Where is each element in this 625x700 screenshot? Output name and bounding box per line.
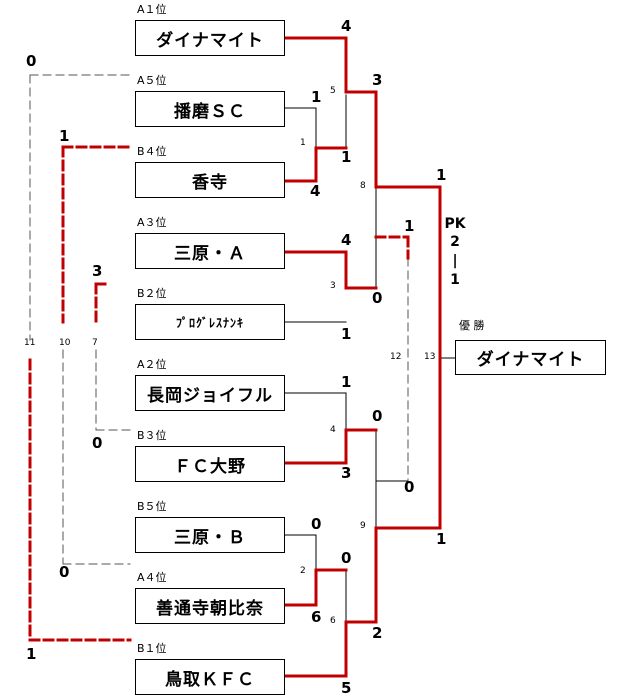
rank-label: B５位 (137, 500, 167, 513)
score: 0 (92, 434, 103, 452)
match-number: 12 (390, 352, 402, 362)
score: 5 (341, 679, 352, 697)
pk-away-score: 1 (450, 272, 460, 288)
score: 4 (341, 17, 352, 35)
rank-label: B３位 (137, 429, 167, 442)
score: 1 (311, 88, 322, 106)
score: 0 (26, 52, 37, 70)
match-number: 1 (300, 138, 306, 148)
match-number: 10 (59, 338, 71, 348)
team-box-fc-ono[interactable]: ＦＣ大野 (135, 446, 285, 482)
score: 1 (59, 127, 70, 145)
score: 1 (341, 373, 352, 391)
score: 0 (404, 478, 415, 496)
pk-separator: | (452, 253, 458, 269)
pk-label: PK (444, 216, 466, 232)
score: 1 (26, 645, 37, 663)
match-number: 2 (300, 566, 306, 576)
rank-label: B４位 (137, 145, 167, 158)
match-number: 13 (424, 352, 436, 362)
score: 6 (311, 608, 322, 626)
consolation-lines (29, 74, 409, 565)
score: 0 (372, 407, 383, 425)
team-box-dynamite[interactable]: ダイナマイト (135, 20, 285, 56)
score: 3 (341, 464, 352, 482)
score: 1 (341, 325, 352, 343)
champion-box[interactable]: ダイナマイト (455, 340, 606, 375)
team-box-zentsuji-asahina[interactable]: 善通寺朝比奈 (135, 588, 285, 624)
winner-lines (283, 36, 442, 678)
score: 0 (311, 515, 322, 533)
team-box-nagaoka-joyful[interactable]: 長岡ジョイフル (135, 375, 285, 411)
score: 1 (436, 166, 447, 184)
team-box-mihara-a[interactable]: 三原・Ａ (135, 233, 285, 269)
score: 4 (341, 231, 352, 249)
consolation-winner-lines (28, 145, 410, 642)
match-number: 11 (24, 338, 36, 348)
rank-label: A２位 (137, 358, 167, 371)
match-number: 9 (360, 521, 366, 531)
rank-label: A５位 (137, 74, 167, 87)
team-box-kodera[interactable]: 香寺 (135, 162, 285, 198)
team-box-tottori-kfc[interactable]: 鳥取ＫＦＣ (135, 659, 285, 695)
score: 0 (59, 563, 70, 581)
champion-title: 優 勝 (459, 319, 485, 332)
score: 2 (372, 624, 383, 642)
score: 1 (404, 217, 415, 235)
rank-label: B２位 (137, 287, 167, 300)
match-number: 7 (92, 338, 98, 348)
match-number: 4 (330, 425, 336, 435)
score: 1 (341, 148, 352, 166)
rank-label: B１位 (137, 642, 167, 655)
score: 0 (372, 289, 383, 307)
team-box-mihara-b[interactable]: 三原・Ｂ (135, 517, 285, 553)
score: 4 (310, 182, 321, 200)
pk-home-score: 2 (450, 234, 460, 250)
score: 3 (92, 262, 103, 280)
match-number: 8 (360, 181, 366, 191)
rank-label: A３位 (137, 216, 167, 229)
score: 1 (436, 530, 447, 548)
rank-label: A４位 (137, 571, 167, 584)
match-number: 5 (330, 86, 336, 96)
match-number: 3 (330, 281, 336, 291)
rank-label: A１位 (137, 3, 167, 16)
score: 3 (372, 71, 383, 89)
score: 0 (341, 549, 352, 567)
team-box-progresnanki[interactable]: ﾌﾟﾛｸﾞﾚｽﾅﾝｷ (135, 304, 285, 340)
match-number: 6 (330, 616, 336, 626)
team-box-harima-sc[interactable]: 播磨ＳＣ (135, 91, 285, 127)
